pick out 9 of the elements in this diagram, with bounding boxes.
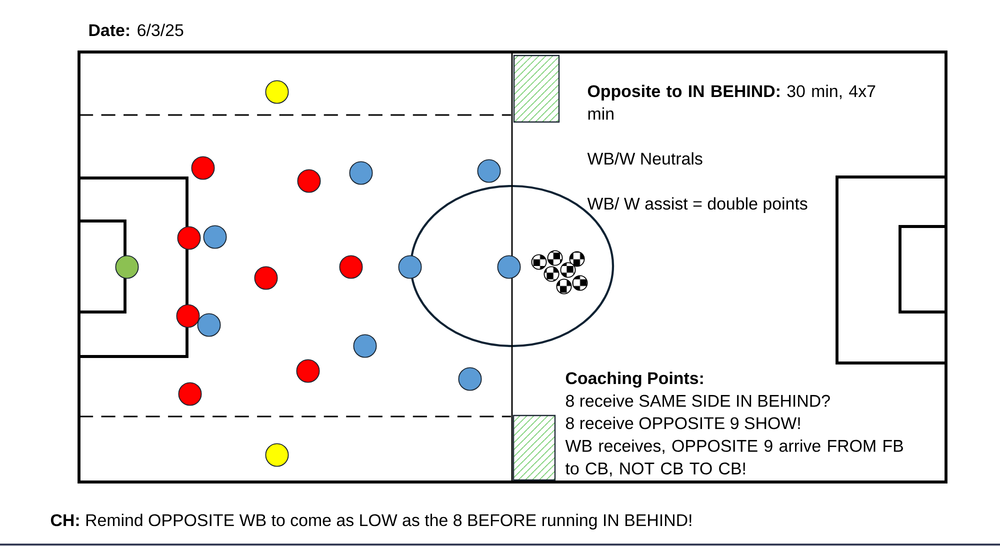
- coaching-point: 8 receive SAME SIDE IN BEHIND?: [566, 394, 830, 407]
- coaching-point: WB receives, OPPOSITE 9 arrive FROM FB to CB, NOT CB TO CB!: [565, 439, 903, 476]
- date-label: Date: 6/3/25: [89, 24, 184, 36]
- rule-text: WB/ W assist = double points: [587, 197, 808, 214]
- rule-text: WB/W Neutrals: [587, 152, 702, 165]
- drill-description: Opposite to IN BEHIND: 30 min, 4x7 min: [588, 84, 876, 120]
- coaching-heading: Coaching Points:: [566, 372, 703, 388]
- coaching-point: 8 receive OPPOSITE 9 SHOW!: [566, 416, 800, 430]
- footer-note: CH: Remind OPPOSITE WB to come as LOW as the 8 BEFORE running IN BEHIND!: [50, 514, 692, 530]
